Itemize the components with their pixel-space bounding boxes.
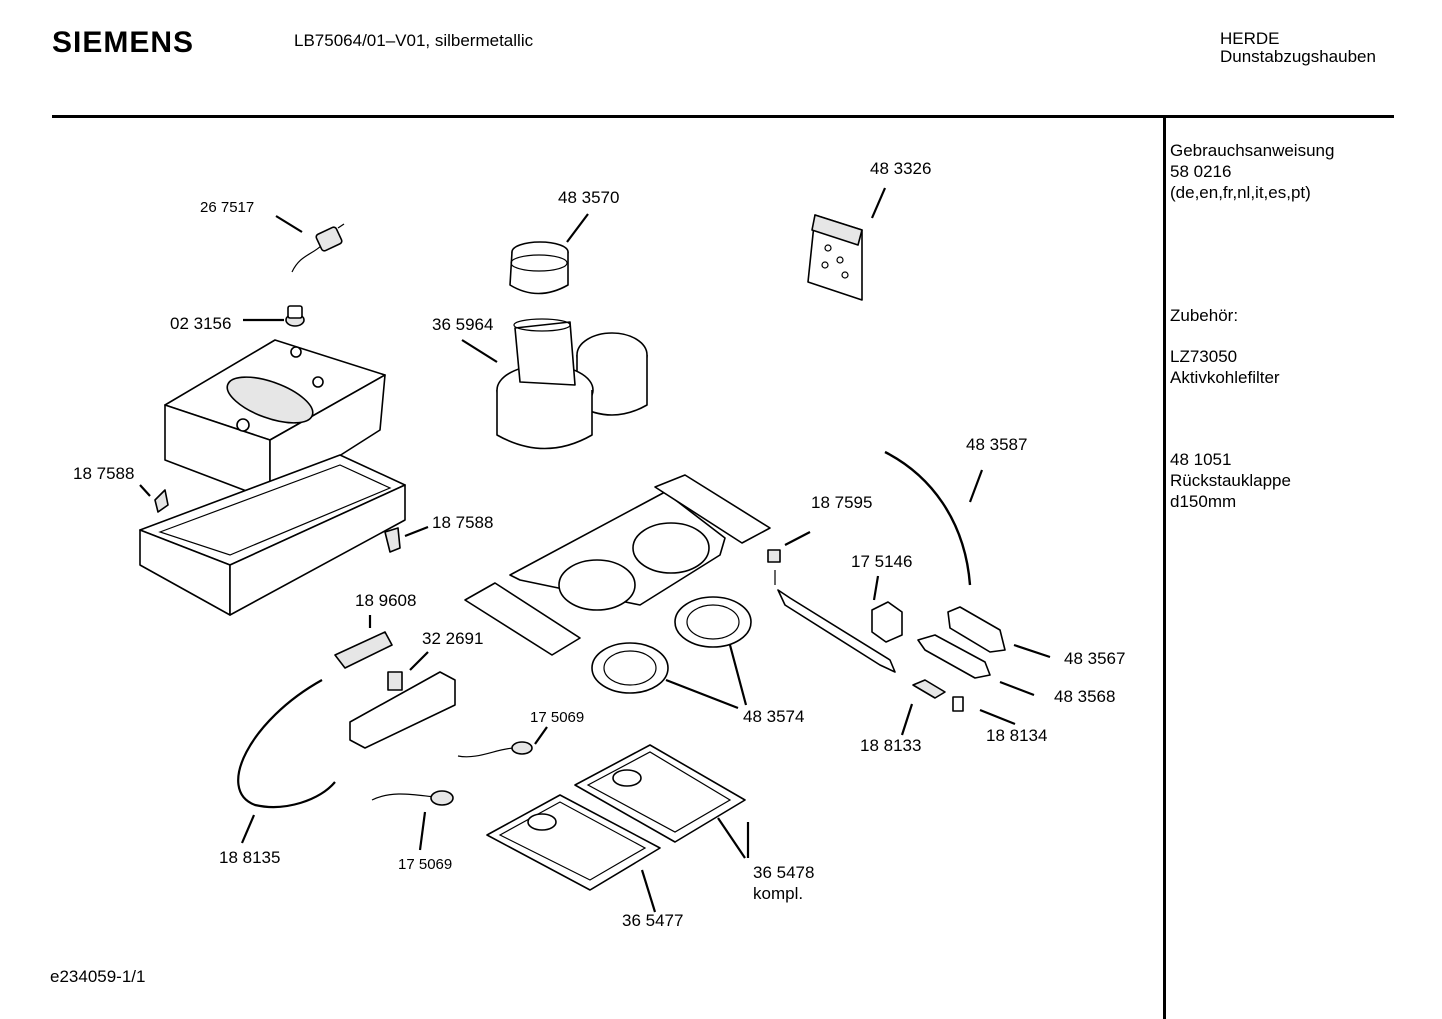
- leader-line: [979, 708, 1016, 726]
- part-label: 02 3156: [170, 314, 232, 333]
- leader-line: [728, 644, 748, 706]
- part-label: 48 3587: [966, 435, 1028, 454]
- part-label: 18 9608: [355, 591, 417, 610]
- small-latch-part: [952, 696, 964, 712]
- duct-ring-part: [509, 241, 569, 295]
- part-label: 17 5069: [530, 709, 585, 726]
- part-label: 36 5478: [753, 863, 815, 882]
- power-plug-part: [291, 223, 345, 273]
- part-label: 17 5069: [398, 856, 453, 873]
- category-line-2: Dunstabzugshauben: [1220, 47, 1376, 66]
- sidebar-divider: [1163, 118, 1166, 1019]
- accessory-filter-name: Aktivkohlefilter: [1170, 368, 1280, 387]
- angle-rail-part: [777, 589, 896, 673]
- screw-bag-part: [807, 214, 863, 301]
- channel-part: [349, 671, 456, 749]
- lamp-upper-part: [457, 741, 533, 758]
- part-label: 48 3567: [1064, 649, 1126, 668]
- manual-info: Gebrauchsanweisung 58 0216 (de,en,fr,nl,…: [1170, 140, 1334, 203]
- leader-line: [1013, 643, 1051, 659]
- clip-right-part: [384, 527, 401, 553]
- switch-knob-part: [285, 305, 305, 327]
- switch-holder-part: [947, 606, 1006, 653]
- grill-part: [591, 596, 752, 694]
- part-label: 48 3570: [558, 188, 620, 207]
- clip-left-part: [154, 489, 169, 513]
- part-label: 48 3568: [1054, 687, 1116, 706]
- part-label-note: kompl.: [753, 884, 804, 903]
- model-number: LB75064/01–V01, silbermetallic: [294, 31, 534, 50]
- frame-tray-part: [139, 454, 406, 616]
- leader-line: [665, 678, 739, 710]
- accessory-filter: LZ73050 Aktivkohlefilter: [1170, 346, 1280, 388]
- manual-number: 58 0216: [1170, 162, 1232, 181]
- base-plate-part: [509, 491, 726, 611]
- part-label: 18 7588: [73, 464, 135, 483]
- leader-line: [872, 575, 880, 601]
- leader-line: [566, 213, 589, 243]
- leader-line: [999, 680, 1035, 697]
- leader-line: [275, 215, 303, 233]
- part-label: 26 7517: [200, 199, 255, 216]
- manual-title: Gebrauchsanweisung: [1170, 141, 1335, 160]
- part-label: 48 3574: [743, 707, 805, 726]
- exploded-parts-diagram: [139, 187, 1051, 913]
- part-label: 32 2691: [422, 629, 484, 648]
- part-label: 18 7588: [432, 513, 494, 532]
- wire-part: [237, 679, 336, 809]
- part-label: 48 3326: [870, 159, 932, 178]
- leader-line: [870, 187, 887, 219]
- bracket-part: [767, 549, 781, 585]
- leader-line: [418, 811, 427, 851]
- category-line-1: HERDE: [1220, 29, 1280, 48]
- leader-line: [900, 703, 914, 736]
- leader-line: [409, 651, 429, 671]
- switch-frame-part: [917, 634, 991, 679]
- part-label: 18 8134: [986, 726, 1048, 745]
- accessories-title: Zubehör:: [1170, 306, 1239, 325]
- rail-back-part: [654, 474, 771, 544]
- header-divider: [52, 115, 1394, 118]
- part-label-group: 36 5478 kompl.: [753, 862, 814, 904]
- accessory-filter-code: LZ73050: [1170, 347, 1238, 366]
- accessory-damper-name: Rückstauklappe: [1170, 471, 1291, 490]
- leader-line: [784, 531, 811, 546]
- leader-line: [240, 814, 256, 844]
- rail-front-part: [464, 582, 581, 656]
- connector-part: [387, 671, 403, 691]
- part-label: 18 8133: [860, 736, 922, 755]
- part-label: 17 5146: [851, 552, 913, 571]
- accessory-damper-code: 48 1051: [1170, 450, 1232, 469]
- document-id: e234059-1/1: [50, 967, 146, 986]
- leader-line: [404, 525, 429, 538]
- cover-part: [334, 631, 393, 669]
- brand-logo: SIEMENS: [52, 26, 195, 59]
- manual-languages: (de,en,fr,nl,it,es,pt): [1170, 183, 1311, 202]
- leader-line: [534, 726, 548, 745]
- leader-line: [139, 484, 151, 497]
- part-label: 18 7595: [811, 493, 873, 512]
- small-clip-part: [912, 679, 946, 699]
- grease-filter-front-part: [486, 794, 661, 891]
- leader-line: [461, 339, 498, 363]
- accessory-damper: 48 1051 Rückstauklappe d150mm: [1170, 449, 1291, 512]
- relay-part: [871, 601, 903, 643]
- leader-line: [717, 817, 746, 859]
- cable-part: [884, 450, 972, 586]
- leader-line: [640, 869, 657, 913]
- motor-housing-part: [164, 339, 386, 501]
- part-label: 18 8135: [219, 848, 281, 867]
- grease-filter-back-part: [574, 744, 746, 843]
- accessory-damper-size: d150mm: [1170, 492, 1237, 511]
- lamp-lower-part: [371, 790, 454, 806]
- category-block: HERDE Dunstabzugshauben: [1220, 30, 1376, 66]
- leader-line: [968, 469, 984, 503]
- part-label: 36 5477: [622, 911, 684, 930]
- double-outlet-part: [496, 318, 648, 450]
- part-label: 36 5964: [432, 315, 494, 334]
